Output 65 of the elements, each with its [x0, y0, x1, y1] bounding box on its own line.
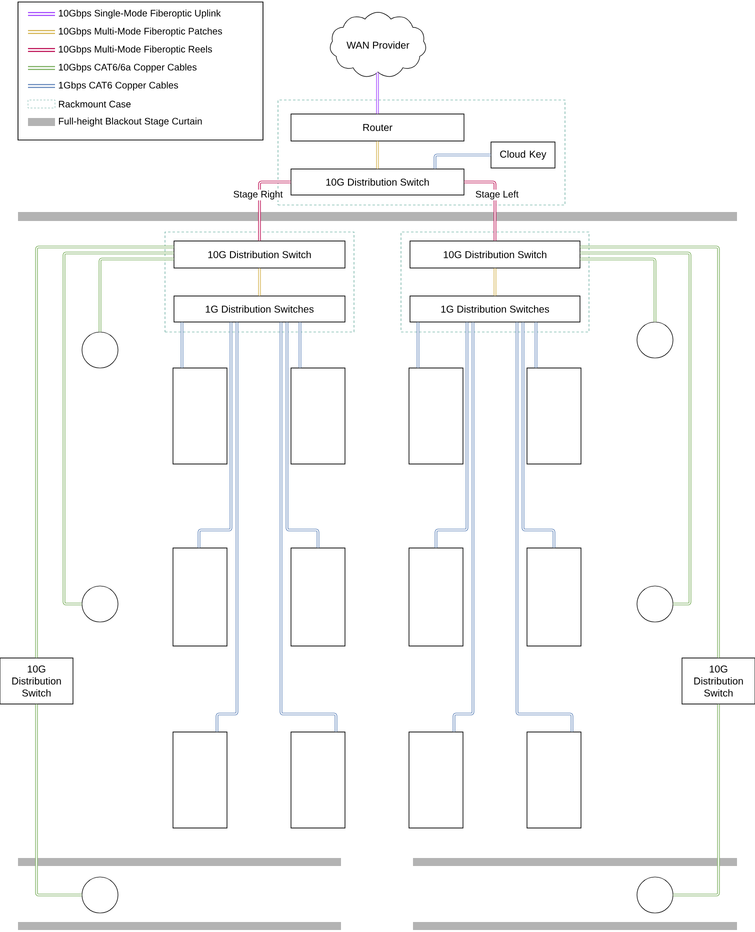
circle	[636, 876, 674, 914]
cable	[35, 704, 82, 896]
cable	[580, 252, 692, 606]
cable	[198, 322, 232, 548]
switch-box: 10G Distribution Switch	[682, 658, 755, 704]
switch-box: 1G Distribution Switches	[174, 296, 346, 322]
legend-text: 10Gbps Multi-Mode Fiberoptic Reels	[58, 46, 212, 54]
cable	[376, 141, 379, 169]
switch-box: 1G Distribution Switches	[410, 296, 580, 322]
cable	[180, 322, 184, 368]
switch-box: 10G Distribution Switch	[174, 240, 346, 268]
cable	[416, 322, 420, 368]
cable	[434, 154, 491, 169]
cable	[434, 322, 468, 548]
legend-text: Full-height Blackout Stage Curtain	[58, 118, 202, 126]
device-box	[408, 368, 464, 464]
device-box	[408, 732, 464, 828]
cable	[62, 252, 174, 606]
cable	[376, 72, 379, 114]
cable	[534, 322, 538, 368]
device-box	[172, 368, 228, 464]
cable	[258, 268, 261, 296]
circle	[82, 586, 118, 622]
circle	[636, 322, 674, 358]
switch-box: 10G Distribution Switch	[410, 240, 580, 268]
cable	[516, 322, 574, 732]
circle	[82, 876, 118, 914]
rackmount-case	[400, 232, 590, 332]
legend-text: 10Gbps CAT6/6a Copper Cables	[58, 64, 197, 72]
cable	[280, 322, 338, 732]
circle	[636, 586, 674, 622]
edge-label: Stage Right	[232, 190, 284, 200]
device-box	[526, 548, 582, 646]
switch-box: 10G Distribution Switch	[290, 168, 464, 196]
cable	[298, 322, 302, 368]
device-box: Cloud Key	[490, 142, 556, 168]
device-box	[172, 732, 228, 828]
cable	[580, 258, 656, 322]
circle	[82, 332, 118, 368]
device-box	[290, 368, 346, 464]
device-box	[290, 732, 346, 828]
device-box	[290, 548, 346, 646]
rackmount-case	[164, 232, 354, 332]
device-box	[526, 732, 582, 828]
edge-label: Stage Left	[474, 190, 520, 200]
cable	[494, 268, 496, 296]
cable	[35, 246, 174, 658]
cable	[258, 180, 291, 241]
switch-box: 10G Distribution Switch	[0, 658, 74, 704]
cable	[522, 322, 556, 548]
cable	[464, 180, 496, 241]
cable	[673, 704, 720, 896]
cable	[216, 322, 238, 732]
legend-text: 10Gbps Multi-Mode Fiberoptic Patches	[58, 28, 222, 36]
legend-text: 1Gbps CAT6 Copper Cables	[58, 82, 178, 90]
device-box	[526, 368, 582, 464]
router-box: Router	[290, 114, 464, 142]
device-box	[172, 548, 228, 646]
cable	[98, 258, 174, 332]
cable	[580, 246, 720, 658]
legend-text: 10Gbps Single-Mode Fiberoptic Uplink	[58, 10, 221, 18]
cable	[452, 322, 474, 732]
legend-text: Rackmount Case	[58, 100, 131, 108]
device-box	[408, 548, 464, 646]
cable	[286, 322, 320, 548]
